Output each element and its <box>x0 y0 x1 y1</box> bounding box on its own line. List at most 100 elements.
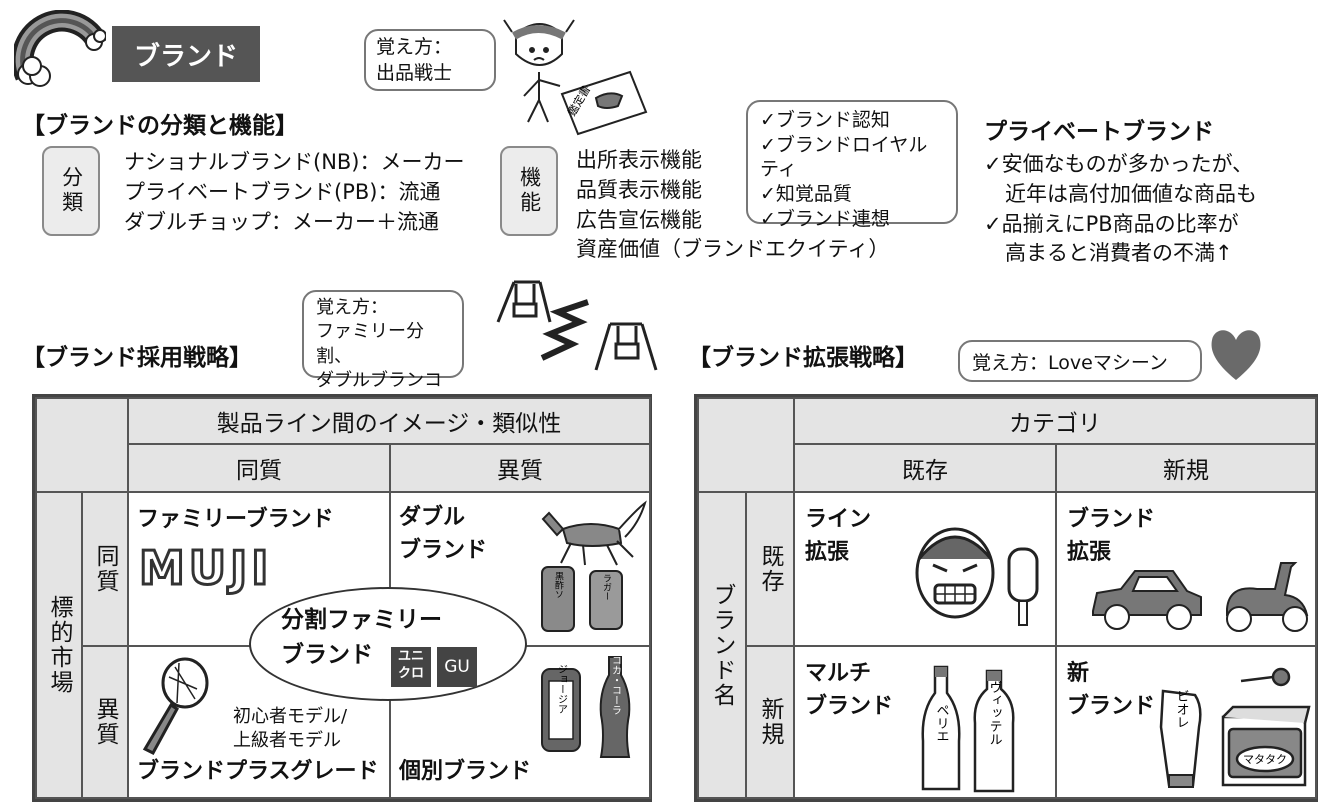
double-brand-label: ダブル ブランド <box>399 505 488 563</box>
coffee-can-icon: ジョージア <box>541 665 581 752</box>
svg-text:ペリエ: ペリエ <box>934 704 950 743</box>
extension-row-header-text: ブランド名 <box>709 582 735 708</box>
adoption-row-header-text: 標的市場 <box>46 595 72 695</box>
swing-illustration <box>496 280 658 371</box>
line-extension-label: ライン 拡張 <box>805 507 872 565</box>
classification-list: ナショナルブランド(NB)：メーカー プライベートブランド(PB)：流通 ダブル… <box>124 148 465 237</box>
uniqlo-logo: ユニ クロ <box>391 647 431 687</box>
equity-item: ✓ブランド連想 <box>760 207 890 230</box>
face-icon <box>915 527 995 619</box>
extension-row-existing: 既存 <box>745 491 795 647</box>
adoption-col-diff: 異質 <box>389 443 651 493</box>
split-family-label: 分割ファミリー ブランド <box>281 607 442 668</box>
tennis-racket-icon <box>142 657 209 755</box>
equity-item: ✓ブランドロイヤルティ <box>760 133 928 181</box>
page-title: ブランド <box>112 26 260 82</box>
extension-row-header: ブランド名 <box>697 491 747 799</box>
function-list: 出所表示機能 品質表示機能 広告宣伝機能 資産価値（ブランドエクイティ） <box>576 146 889 265</box>
line-extension-cell: ライン 拡張 <box>793 491 1057 647</box>
equity-item: ✓知覚品質 <box>760 183 852 206</box>
extension-col-header: カテゴリ <box>793 397 1317 445</box>
classification-item: プライベートブランド(PB)：流通 <box>124 179 441 204</box>
new-brand-label: 新 ブランド <box>1067 661 1156 719</box>
svg-text:黒酢ソ: 黒酢ソ <box>553 571 564 598</box>
function-tag: 機能 <box>500 146 558 236</box>
scooter-icon <box>1226 562 1309 632</box>
svg-text:ジョージア: ジョージア <box>556 665 567 714</box>
cola-bottle-icon: コカ・コーラ <box>599 655 631 758</box>
extension-memo-bubble: 覚え方：Loveマシーン <box>958 340 1202 382</box>
extension-memo-text: Loveマシーン <box>1048 352 1168 374</box>
function-item: 資産価値（ブランドエクイティ） <box>576 237 890 262</box>
beer-can-icon: 黒酢ソ <box>541 566 575 632</box>
classification-tag-text: 分類 <box>59 166 84 216</box>
svg-text:ヴィッテル: ヴィッテル <box>987 681 1002 746</box>
classification-heading: 【ブランドの分類と機能】 <box>22 113 298 139</box>
function-tag-text: 機能 <box>517 166 542 216</box>
extension-memo-label: 覚え方： <box>972 352 1049 374</box>
private-brand-section: プライベートブランド ✓安価なものが多かったが、 近年は高付加価値な商品も ✓品… <box>984 112 1257 269</box>
mnemonic-bubble-top: 覚え方： 出品戦士 <box>364 29 496 91</box>
svg-text:ラガー: ラガー <box>601 573 612 600</box>
function-item: 出所表示機能 <box>576 148 702 172</box>
adoption-row-header: 標的市場 <box>35 491 83 799</box>
svg-text:ビオレ: ビオレ <box>1174 690 1189 729</box>
classification-tag: 分類 <box>42 146 100 236</box>
function-item: 品質表示機能 <box>576 177 702 202</box>
perrier-bottle-icon: ペリエ <box>921 665 961 791</box>
individual-brand-label: 個別ブランド <box>399 759 532 784</box>
private-brand-heading: プライベートブランド <box>984 119 1214 145</box>
private-brand-line: ✓品揃えにPB商品の比率が <box>984 211 1239 236</box>
mnemonic-label: 覚え方： <box>376 36 453 58</box>
adoption-memo-line: ファミリー分割、 <box>316 321 424 367</box>
adoption-col-same: 同質 <box>127 443 391 493</box>
adoption-memo-bubble: 覚え方： ファミリー分割、 ダブルブランコ <box>302 290 464 391</box>
adoption-heading: 【ブランド採用戦略】 <box>22 345 252 371</box>
extension-matrix: カテゴリ 既存 新規 ブランド名 既存 新規 ライン 拡張 <box>694 394 1318 802</box>
adoption-memo-line: ダブルブランコ <box>316 369 442 391</box>
brand-extension-cell: ブランド 拡張 <box>1055 491 1317 647</box>
function-item: 広告宣伝機能 <box>576 207 702 232</box>
multi-brand-cell: マルチ ブランド ペリエ ヴィッテル <box>793 645 1057 799</box>
private-brand-line: 近年は高付加価値な商品も <box>984 181 1257 206</box>
adoption-corner <box>35 397 129 493</box>
family-brand-label: ファミリーブランド <box>137 507 334 532</box>
equity-item: ✓ブランド認知 <box>760 109 890 131</box>
private-brand-line: ✓安価なものが多かったが、 <box>984 152 1254 176</box>
brand-plus-grade-label: ブランドプラスグレード <box>137 759 379 784</box>
equity-bubble: ✓ブランド認知 ✓ブランドロイヤルティ ✓知覚品質 ✓ブランド連想 <box>746 100 958 230</box>
svg-text:マタタク: マタタク <box>1243 753 1287 766</box>
biore-bottle-icon: ビオレ <box>1159 690 1202 788</box>
muji-logo: MUJI <box>137 540 273 597</box>
extension-col-existing: 既存 <box>793 443 1057 493</box>
grade-note: 初心者モデル/ 上級者モデル <box>233 706 348 752</box>
extension-row-new: 新規 <box>745 645 795 799</box>
classification-item: ナショナルブランド(NB)：メーカー <box>124 150 465 174</box>
adoption-row-same: 同質 <box>81 491 129 647</box>
new-brand-cell: 新 ブランド ビオレ マタタク <box>1055 645 1317 799</box>
mnemonic-text: 出品戦士 <box>376 61 453 84</box>
extension-corner <box>697 397 795 493</box>
multi-brand-label: マルチ ブランド <box>805 661 894 719</box>
adoption-matrix: 製品ライン間のイメージ・類似性 同質 異質 標的市場 同質 異質 ファミリーブラ… <box>32 394 652 802</box>
individual-brand-cell: ジョージア コカ・コーラ 個別ブランド <box>389 645 651 799</box>
adoption-memo-label: 覚え方： <box>316 297 388 318</box>
adoption-col-header: 製品ライン間のイメージ・類似性 <box>127 397 651 445</box>
gu-logo: GU <box>437 647 477 687</box>
extension-heading: 【ブランド拡張戦略】 <box>688 345 918 371</box>
popsicle-icon <box>1007 547 1039 626</box>
svg-text:コカ・コーラ: コカ・コーラ <box>610 655 621 715</box>
detergent-box-icon: マタタク <box>1221 667 1311 787</box>
horse-icon <box>541 500 647 566</box>
classification-item: ダブルチョップ：メーカー＋流通 <box>124 209 439 234</box>
warrior-illustration: 鑑定書 <box>503 19 648 136</box>
vittel-bottle-icon: ヴィッテル <box>973 669 1015 793</box>
extension-col-new: 新規 <box>1055 443 1317 493</box>
brand-extension-label: ブランド 拡張 <box>1067 507 1156 565</box>
lager-can-icon: ラガー <box>589 570 623 630</box>
private-brand-line: 高まると消費者の不満↑ <box>984 241 1233 266</box>
rainbow-icon <box>14 10 106 87</box>
adoption-row-diff: 異質 <box>81 645 129 799</box>
heart-icon <box>1211 330 1261 380</box>
car-icon <box>1092 570 1202 630</box>
